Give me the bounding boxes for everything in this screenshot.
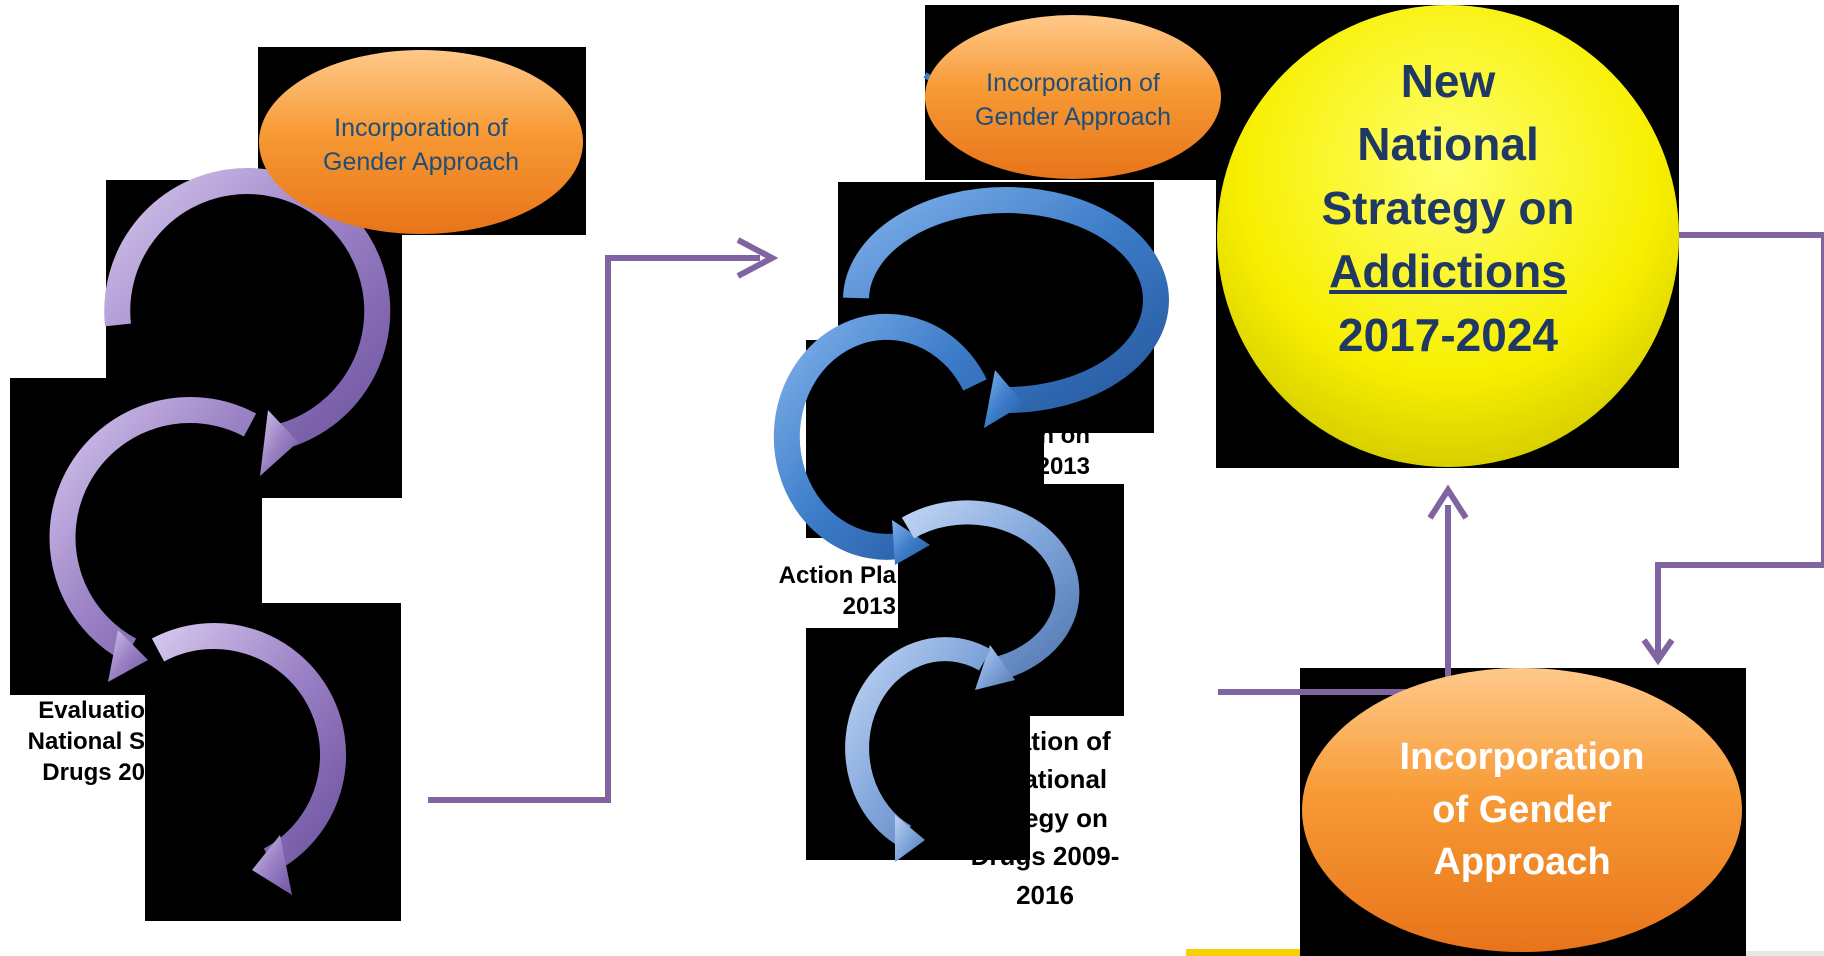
- gender-bubble-label-top-left: Incorporation of Gender Approach: [323, 113, 519, 177]
- evaluation-2009-2016-label: aluation of e National trategy on Drugs …: [970, 726, 1120, 910]
- middle-blue-arrows: [773, 187, 1169, 862]
- left-evaluation-label: Evaluatio National S Drugs 20: [27, 697, 145, 787]
- gender-bubble-label-top-middle: Incorporation of Gender Approach: [975, 68, 1171, 132]
- bottom-grey-strip: [1746, 951, 1824, 956]
- left-purple-arrows: [49, 168, 391, 895]
- orange-bubble-top-middle: [925, 15, 1221, 179]
- action-plan-top-label: n on 09-2013: [1001, 422, 1090, 481]
- yellow-circle: [1217, 5, 1679, 467]
- new-strategy-title: New National Strategy on Addictions 2017…: [1321, 55, 1575, 361]
- orange-bubble-top-left: [259, 50, 583, 234]
- bottom-yellow-strip: [1186, 949, 1300, 956]
- gender-bubble-label-bottom-right: Incorporation of Gender Approach: [1399, 736, 1645, 884]
- orange-bubble-bottom-right: [1302, 668, 1742, 952]
- action-plan-label: Action Pla 2013: [778, 562, 896, 621]
